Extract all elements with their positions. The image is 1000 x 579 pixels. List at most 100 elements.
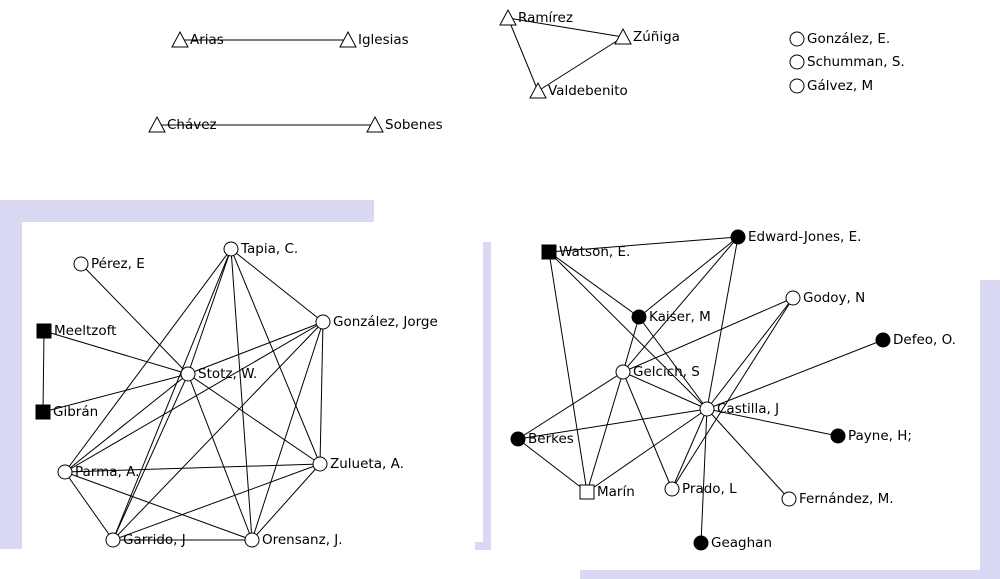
triangle-marker [529, 81, 547, 99]
circle-marker [785, 290, 801, 306]
node-label: González, Jorge [333, 314, 438, 330]
node-arias: Arias [171, 30, 224, 48]
edge-kaiser-castilla [638, 316, 708, 410]
edge-stotz-zulueta [187, 373, 321, 465]
node-label: Edward-Jones, E. [748, 229, 861, 245]
node-zulueta: Zulueta, A. [312, 456, 404, 472]
node-label: Orensanz, J. [262, 532, 343, 548]
edge-godoy-castilla [706, 297, 794, 410]
circle-marker [223, 241, 239, 257]
node-label: Kaiser, M [649, 309, 711, 325]
edge-parma-orensanz [64, 471, 253, 541]
node-kaiser: Kaiser, M [631, 309, 711, 325]
edge-castilla-geaghan [700, 408, 708, 544]
node-label: Meeltzoft [54, 323, 116, 339]
node-gonzalez_e: González, E. [789, 31, 890, 47]
triangle-marker [366, 115, 384, 133]
edge-watson-edward_jones [548, 236, 739, 253]
node-payne: Payne, H; [830, 428, 912, 444]
circle-marker [315, 314, 331, 330]
edge-perez-stotz [80, 263, 189, 375]
edge-meeltzoft-stotz [43, 330, 189, 375]
node-label: Gálvez, M [807, 78, 873, 94]
edge-castilla-berkes [517, 408, 708, 440]
circle-marker [615, 364, 631, 380]
node-gibran: Gibrán [35, 404, 98, 420]
edge-stotz-orensanz [187, 373, 253, 541]
node-label: Marín [597, 484, 635, 500]
circle-marker [875, 332, 891, 348]
node-valdebenito: Valdebenito [529, 81, 628, 99]
edge-stotz-parma [64, 373, 189, 473]
node-sobenes: Sobenes [366, 115, 443, 133]
edge-parma-garrido [64, 471, 114, 541]
node-label: Zulueta, A. [330, 456, 404, 472]
node-label: Zúñiga [633, 29, 680, 45]
edge-watson-marin [548, 251, 588, 493]
node-label: Watson, E. [559, 244, 630, 260]
node-gelcich: Gelcich, S [615, 364, 700, 380]
circle-marker [781, 491, 797, 507]
node-label: Geaghan [711, 535, 772, 551]
edge-gelcich-prado [622, 371, 673, 490]
edge-gonzalez_jorge-garrido [112, 321, 324, 541]
node-label: Garrido, J [123, 532, 186, 548]
circle-marker [664, 481, 680, 497]
edge-tapia-garrido [112, 248, 232, 541]
circle-marker [789, 54, 805, 70]
edge-garrido-zulueta [112, 463, 321, 541]
circle-marker [699, 401, 715, 417]
triangle-marker [171, 30, 189, 48]
network-edges [42, 17, 884, 544]
node-tapia: Tapia, C. [223, 241, 298, 257]
node-label: Fernández, M. [799, 491, 894, 507]
node-label: Tapia, C. [240, 241, 298, 257]
edge-gelcich-berkes [517, 371, 624, 440]
edge-meeltzoft-gibran [42, 330, 45, 413]
circle-marker [631, 309, 647, 325]
triangle-marker [339, 30, 357, 48]
edge-watson-kaiser [548, 251, 640, 318]
circle-marker [730, 229, 746, 245]
edge-watson-castilla [548, 251, 708, 410]
circle-marker [789, 78, 805, 94]
node-label: Berkes [528, 431, 574, 447]
panel-frame-4 [980, 280, 1000, 579]
node-galvez: Gálvez, M [789, 78, 873, 94]
edge-edward_jones-kaiser [638, 236, 739, 318]
node-garrido: Garrido, J [105, 532, 186, 548]
node-stotz: Stotz, W. [180, 366, 257, 382]
node-label: González, E. [807, 31, 890, 47]
node-label: Schumman, S. [807, 54, 905, 70]
node-berkes: Berkes [510, 431, 574, 447]
circle-marker [312, 456, 328, 472]
node-label: Prado, L [682, 481, 737, 497]
edge-edward_jones-castilla [706, 236, 739, 410]
edge-castilla-payne [706, 408, 839, 437]
node-castilla: Castilla, J [699, 401, 779, 417]
node-prado: Prado, L [664, 481, 737, 497]
panel-frame-3 [475, 542, 491, 550]
edge-defeo-castilla [706, 339, 884, 410]
node-chavez: Chávez [148, 115, 217, 133]
edge-tapia-parma [64, 248, 232, 473]
node-perez: Pérez, E [73, 256, 145, 272]
edge-gonzalez_jorge-orensanz [251, 321, 324, 541]
edge-castilla-prado [671, 408, 708, 490]
node-meeltzoft: Meeltzoft [36, 323, 116, 339]
square-marker [579, 484, 595, 500]
node-label: Castilla, J [717, 401, 779, 417]
edge-godoy-gelcich [622, 297, 794, 373]
edge-ramirez-zuniga [507, 17, 624, 38]
circle-marker [789, 31, 805, 47]
circle-marker [510, 431, 526, 447]
triangle-marker [499, 8, 517, 26]
triangle-marker [614, 27, 632, 45]
edge-castilla-marin [586, 408, 708, 493]
edge-godoy-prado [671, 297, 794, 490]
edge-zuniga-valdebenito [537, 36, 624, 92]
node-fernandez: Fernández, M. [781, 491, 894, 507]
edge-gonzalez_jorge-zulueta [319, 321, 324, 465]
